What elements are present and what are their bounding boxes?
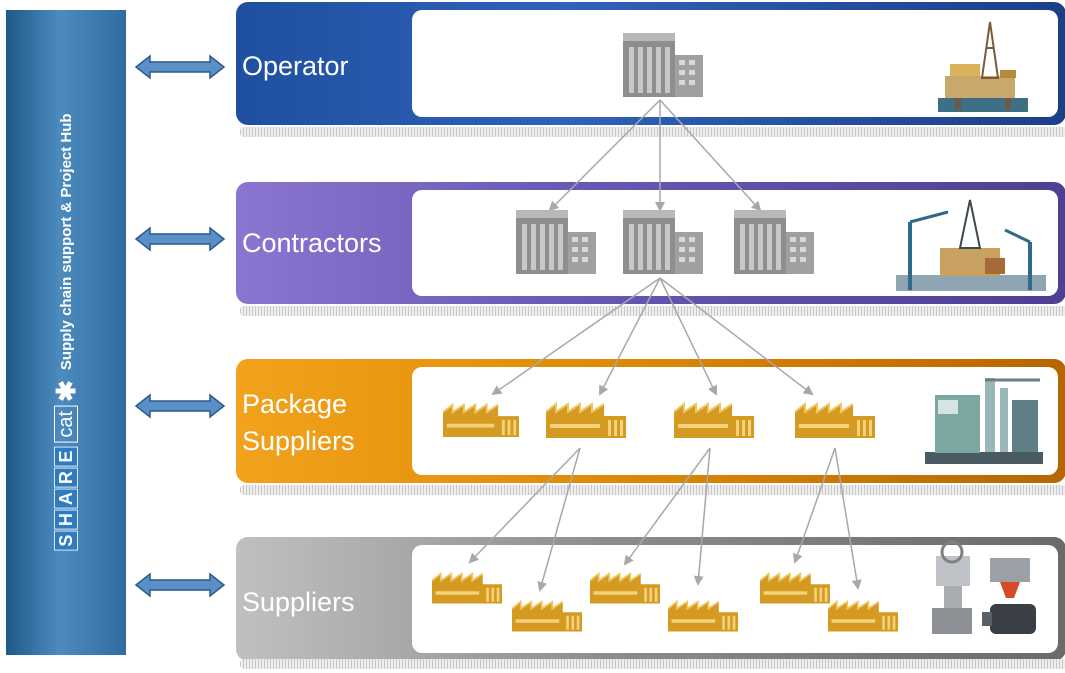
office-building-icon: [623, 210, 703, 274]
supply-chain-hub-bar: S H A R E cat ✱ Supply chain support & P…: [6, 10, 126, 655]
factory-icon: [443, 403, 519, 438]
factory-icon: [793, 402, 877, 438]
layer-label-operator: Operator: [242, 51, 349, 81]
layer-label-suppliers: Suppliers: [242, 587, 355, 617]
row-shadow: [240, 306, 1065, 316]
layer-label-suppliers-line2: Suppliers: [242, 426, 355, 456]
connectors-contractors-package: [491, 277, 814, 396]
office-building-icon: [734, 210, 814, 274]
factory-icon: [828, 600, 898, 632]
valves-and-motor-picture: [932, 540, 1036, 634]
factory-icon: [668, 600, 738, 632]
row-shadow: [240, 127, 1065, 137]
factory-icon: [512, 600, 582, 632]
double-arrow-icon: [134, 572, 226, 598]
factory-icon: [760, 572, 830, 604]
layer-label-contractors: Contractors: [242, 228, 382, 258]
factory-icon: [590, 572, 660, 604]
compressor-package-picture: [925, 378, 1043, 464]
factory-icon: [672, 402, 756, 438]
double-arrow-icon: [134, 393, 226, 419]
double-arrow-icon: [134, 226, 226, 252]
connectors-package-suppliers: [468, 447, 862, 592]
row-shadow: [240, 485, 1065, 495]
rig-construction-picture: [896, 199, 1046, 291]
row-shadow: [240, 659, 1065, 669]
office-building-icon: [623, 33, 703, 97]
office-building-icon: [516, 210, 596, 274]
connectors-operator-contractors: [548, 99, 762, 212]
layer-label-package: Package: [242, 389, 348, 419]
double-arrow-icon: [134, 54, 226, 80]
offshore-rig-picture: [938, 21, 1028, 112]
factory-icon: [544, 402, 628, 438]
factory-icon: [432, 572, 502, 604]
